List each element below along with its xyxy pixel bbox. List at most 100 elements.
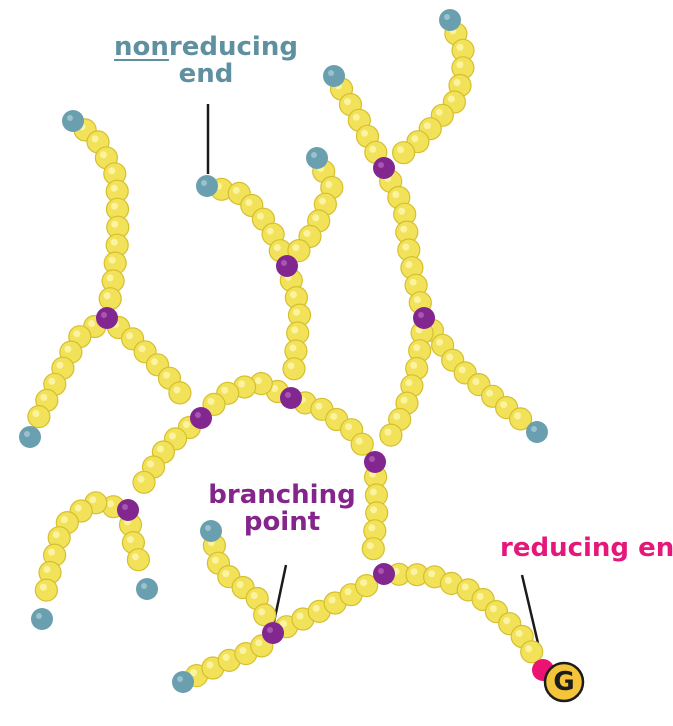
glucose-unit-highlight	[405, 261, 412, 268]
glucose-unit-highlight	[274, 244, 281, 251]
glucose-unit-highlight	[457, 44, 464, 51]
glucose-unit-highlight	[325, 181, 332, 188]
glucose-unit	[351, 433, 373, 455]
glucose-unit-highlight	[293, 309, 300, 316]
nonreducing-end	[526, 421, 548, 443]
glucose-unit-highlight	[109, 257, 116, 264]
branching-point	[364, 451, 386, 473]
glucose-unit-highlight	[288, 362, 295, 369]
glucose-unit-highlight	[163, 372, 170, 379]
glucose-unit-highlight	[436, 339, 443, 346]
glucose-unit-highlight	[414, 296, 421, 303]
glucose-unit-highlight	[127, 536, 134, 543]
glucose-unit	[362, 538, 384, 560]
glucose-unit-highlight	[56, 362, 63, 369]
glucose-unit-highlight	[221, 387, 228, 394]
branching-point	[413, 307, 435, 329]
glucose-unit-highlight	[40, 584, 47, 591]
branching-point	[190, 407, 212, 429]
glucose-unit-highlight	[304, 230, 311, 237]
glucose-unit-highlight	[428, 570, 435, 577]
branching-point	[373, 157, 395, 179]
branching-point-highlight	[267, 627, 273, 633]
glucose-unit-highlight	[291, 327, 298, 334]
glucose-unit-highlight	[313, 605, 320, 612]
glucose-unit-highlight	[356, 438, 363, 445]
branching-point-highlight	[378, 568, 384, 574]
nonreducing-end	[62, 110, 84, 132]
glucose-unit-highlight	[132, 553, 139, 560]
glucose-unit-highlight	[111, 185, 118, 192]
glucose-unit-highlight	[111, 239, 118, 246]
glucose-unit-highlight	[255, 377, 262, 384]
nonreducing-end	[196, 175, 218, 197]
glucose-unit	[28, 406, 50, 428]
glucose-unit-highlight	[319, 198, 326, 205]
glucose-unit-highlight	[361, 130, 368, 137]
glucose-unit-highlight	[514, 412, 521, 419]
glucose-unit	[393, 142, 415, 164]
glucose-unit-highlight	[345, 588, 352, 595]
glucose-unit-highlight	[251, 592, 258, 599]
glucose-unit-highlight	[237, 581, 244, 588]
branching-point	[280, 387, 302, 409]
glucose-unit-highlight	[410, 362, 417, 369]
glucose-unit-highlight	[92, 135, 99, 142]
branching-point-highlight	[285, 392, 291, 398]
glucose-unit-highlight	[151, 358, 158, 365]
glucose-unit-highlight	[315, 403, 322, 410]
nonreducing-end-highlight	[444, 14, 450, 20]
nonreducing-end	[136, 578, 158, 600]
glucose-unit-highlight	[477, 593, 484, 600]
nonreducing-end-highlight	[531, 426, 537, 432]
glucose-unit-highlight	[48, 549, 55, 556]
glucose-unit-highlight	[525, 645, 532, 652]
glucose-unit-highlight	[330, 413, 337, 420]
glucose-unit-highlight	[454, 79, 461, 86]
glucose-unit-highlight	[157, 446, 164, 453]
reducing-end-label: reducing end	[500, 535, 673, 562]
glucose-unit-highlight	[344, 98, 351, 105]
glucose-unit-highlight	[402, 244, 409, 251]
glucose-unit-highlight	[413, 344, 420, 351]
glucose-unit-highlight	[448, 96, 455, 103]
glucose-unit-highlight	[208, 398, 215, 405]
glucose-unit-highlight	[410, 279, 417, 286]
nonreducing-end-highlight	[201, 180, 207, 186]
glucose-unit-highlight	[48, 378, 55, 385]
glucose-unit-highlight	[239, 647, 246, 654]
nonreducing-end-highlight	[311, 152, 317, 158]
glucose-unit-highlight	[183, 421, 190, 428]
glucose-unit-highlight	[245, 199, 252, 206]
glucose-unit-highlight	[289, 344, 296, 351]
glucose-unit-highlight	[126, 332, 133, 339]
glucose-unit-highlight	[445, 577, 452, 584]
nonreducing-end	[306, 147, 328, 169]
glucose-unit-highlight	[360, 579, 367, 586]
glucose-unit-highlight	[88, 320, 95, 327]
branching-point-highlight	[369, 456, 375, 462]
glucose-unit-highlight	[436, 109, 443, 116]
glucose-unit-highlight	[238, 381, 245, 388]
glucose-unit-highlight	[292, 244, 299, 251]
glucose-unit	[99, 288, 121, 310]
glucose-unit-highlight	[44, 566, 51, 573]
glucose-unit-highlight	[486, 390, 493, 397]
glucose-unit-highlight	[258, 608, 265, 615]
glucose-unit-highlight	[296, 613, 303, 620]
glucose-unit-highlight	[111, 221, 118, 228]
glucose-unit-highlight	[73, 330, 80, 337]
glucose-unit-highlight	[345, 423, 352, 430]
glucose-unit-highlight	[108, 167, 115, 174]
branching-point-highlight	[418, 312, 424, 318]
glucose-unit-highlight	[329, 597, 336, 604]
glucose-unit-highlight	[290, 291, 297, 298]
glucose-unit-highlight	[500, 401, 507, 408]
glucose-unit-highlight	[64, 346, 71, 353]
nonreducing-end	[439, 9, 461, 31]
glucose-unit-highlight	[369, 146, 376, 153]
nonreducing-end-highlight	[24, 431, 30, 437]
nonreducing-end-highlight	[141, 583, 147, 589]
nonreducing-end-highlight	[67, 115, 73, 121]
